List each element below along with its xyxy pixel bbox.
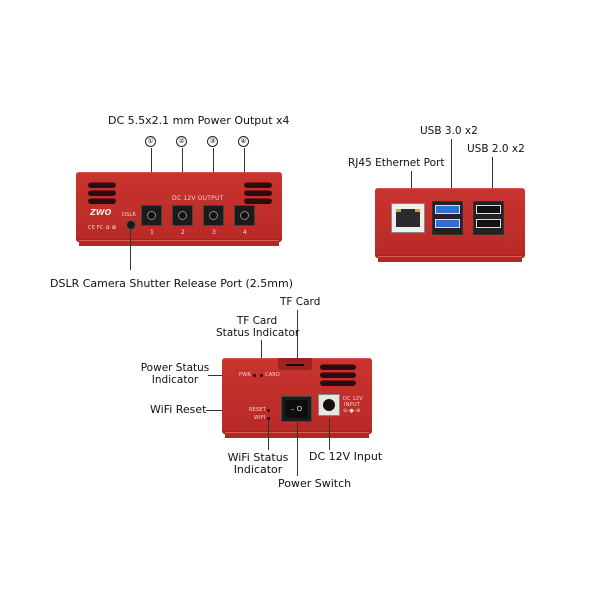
front-case-body: ZWO CE FC ♻ ⊠ DSLR DC 12V OUTPUT 1 2 3 4 [76,172,282,242]
wifi-status-line-2: Indicator [233,463,283,476]
tf-status-callout-label: TF Card Status Indicator [216,315,300,339]
dslr-port [126,220,136,230]
callout-line [130,228,131,270]
power-status-line-1: Power Status [140,362,210,374]
wifi-status-callout-label: WiFi Status Indicator [218,452,298,476]
power-status-callout-label: Power Status Indicator [140,362,210,386]
callout-line [297,310,298,360]
usb2-port [476,205,501,214]
vent-slot [88,198,116,204]
callout-line [297,420,298,476]
dslr-port-label: DSLR [122,212,137,218]
power-switch-rocker: – O [285,400,308,418]
dc-12v-input-jack [318,394,340,416]
rj45-port [391,203,425,233]
power-output-title: DC 5.5x2.1 mm Power Output x4 [108,114,290,127]
vent-slot [244,190,272,196]
dc-output-jack-4 [234,205,255,226]
side-case-body [375,188,525,258]
power-status-line-2: Indicator [151,374,199,386]
side-case-foot [378,256,522,262]
wifi-status-led [267,417,270,420]
dc-input-print-2: INPUT [344,402,360,408]
callout-line [451,139,452,201]
usb2-port [476,219,501,228]
dc-input-callout-label: DC 12V Input [309,450,383,463]
usb2-callout-label: USB 2.0 x2 [467,143,525,155]
port-marker-1: ① [145,136,156,147]
card-label: CARD [265,372,281,378]
certification-marks: CE FC ♻ ⊠ [88,225,117,231]
port-number-3: 3 [212,229,216,236]
usb3-port-stack [432,201,463,235]
callout-line [411,171,412,201]
reset-label: RESET [249,407,267,413]
polarity-symbol-icon: ⊖-●-⊕ [343,408,361,414]
tf-status-line-2: Status Indicator [216,327,300,339]
usb3-port [435,219,460,228]
vent-slot [88,182,116,188]
tf-status-line-1: TF Card [236,315,278,327]
wifi-reset-callout-label: WiFi Reset [150,403,207,416]
tf-card-callout-label: TF Card [280,296,321,308]
callout-line [492,157,493,201]
dslr-callout-label: DSLR Camera Shutter Release Port (2.5mm) [50,277,294,290]
vent-slot [244,198,272,204]
dc-output-jack-2 [172,205,193,226]
rj45-callout-label: RJ45 Ethernet Port [348,157,445,169]
dc-input-print-1: DC 12V [343,396,363,402]
vent-slot [244,182,272,188]
port-marker-4: ④ [238,136,249,147]
dc-output-jack-1 [141,205,162,226]
power-status-led [253,374,256,377]
port-number-1: 1 [150,229,154,236]
vent-slot [320,372,356,378]
usb3-callout-label: USB 3.0 x2 [420,125,478,137]
port-number-2: 2 [181,229,185,236]
callout-line [268,420,269,450]
vent-slot [88,190,116,196]
usb2-port-stack [473,201,504,235]
tf-card-slot [278,358,312,370]
callout-line [329,418,330,450]
zwo-logo: ZWO [90,208,112,217]
pwr-label: PWR [239,372,252,378]
wifi-reset-button[interactable] [267,409,270,412]
port-marker-3: ③ [207,136,218,147]
port-marker-2: ② [176,136,187,147]
tf-card-status-led [260,374,263,377]
power-switch[interactable]: – O [281,396,312,422]
wifi-status-line-1: WiFi Status [227,451,289,464]
usb3-port [435,205,460,214]
front-case-foot [79,240,279,246]
vent-slot [320,380,356,386]
wifi-label: WIFI [254,415,266,421]
dc-output-label: DC 12V OUTPUT [172,195,224,202]
callout-line [261,340,262,374]
dc-output-jack-3 [203,205,224,226]
vent-slot [320,364,356,370]
power-switch-callout-label: Power Switch [278,477,352,490]
port-number-4: 4 [243,229,247,236]
